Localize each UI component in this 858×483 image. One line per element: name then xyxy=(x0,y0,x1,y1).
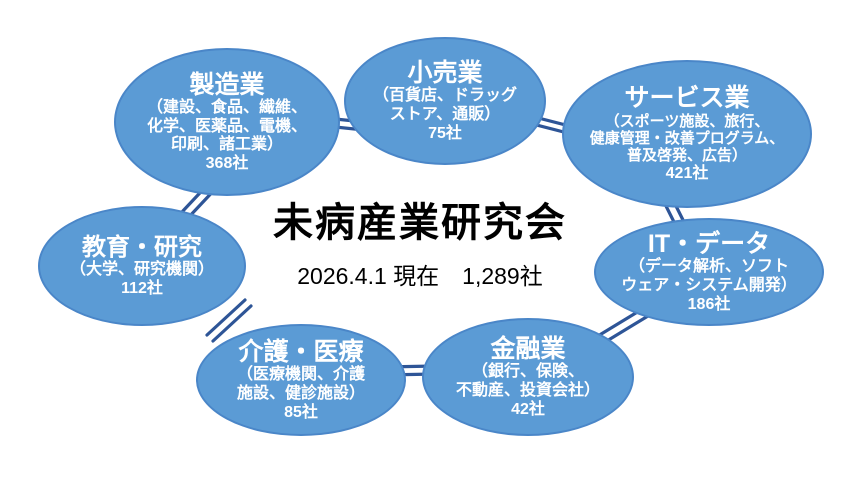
category-detail: 化学、医薬品、電機、 xyxy=(146,117,307,135)
category-detail: （医療機関、介護 xyxy=(236,366,365,384)
category-detail: （データ解析、ソフト xyxy=(628,258,789,276)
center-text-block: 未病産業研究会 2026.4.1 現在 1,289社 xyxy=(235,190,605,291)
category-title: サービス業 xyxy=(624,84,750,113)
category-detail: ストア、通販） xyxy=(389,105,501,123)
company-count: 42社 xyxy=(511,400,545,418)
category-title: 介護・医療 xyxy=(238,337,364,366)
category-title: 小売業 xyxy=(407,58,483,87)
association-title: 未病産業研究会 xyxy=(273,201,567,245)
category-detail: （銀行、保険、 xyxy=(471,363,584,381)
category-title: 製造業 xyxy=(189,70,265,99)
category-detail: （大学、研究機関） xyxy=(69,260,214,278)
company-count: 368社 xyxy=(205,154,249,172)
category-detail: （スポーツ施設、旅行、 xyxy=(604,112,770,130)
date-and-total-count: 2026.4.1 現在 1,289社 xyxy=(297,263,543,289)
ellipse-manufacturing: 製造業 （建設、食品、繊維、 化学、医薬品、電機、 印刷、諸工業） 368社 xyxy=(114,48,340,196)
category-title: 教育・研究 xyxy=(82,233,202,261)
ellipse-education-research: 教育・研究 （大学、研究機関） 112社 xyxy=(38,206,246,326)
category-detail: ウェア・システム開発） xyxy=(621,276,797,294)
ellipse-service: サービス業 （スポーツ施設、旅行、 健康管理・改善プログラム、 普及啓発、広告）… xyxy=(562,60,812,208)
category-title: 金融業 xyxy=(490,334,566,363)
category-detail: 施設、健診施設） xyxy=(236,384,365,402)
company-count: 421社 xyxy=(665,165,709,183)
category-detail: 健康管理・改善プログラム、 xyxy=(589,130,785,148)
company-count: 186社 xyxy=(687,295,731,313)
category-detail: （百貨店、ドラッグ xyxy=(372,87,517,105)
connector-line xyxy=(205,298,247,337)
connector-line xyxy=(211,304,253,343)
company-count: 75社 xyxy=(428,124,462,142)
ellipse-retail: 小売業 （百貨店、ドラッグ ストア、通販） 75社 xyxy=(344,37,546,165)
category-title: IT・データ xyxy=(647,229,771,258)
connector-care-education xyxy=(205,298,253,343)
category-detail: 普及啓発、広告） xyxy=(626,147,747,165)
company-count: 85社 xyxy=(284,403,318,421)
category-detail: （建設、食品、繊維、 xyxy=(146,99,307,117)
ellipse-care-medical: 介護・医療 （医療機関、介護 施設、健診施設） 85社 xyxy=(196,324,406,436)
ellipse-it-data: IT・データ （データ解析、ソフト ウェア・システム開発） 186社 xyxy=(594,218,824,326)
company-count: 112社 xyxy=(121,280,163,298)
ellipse-finance: 金融業 （銀行、保険、 不動産、投資会社） 42社 xyxy=(422,318,634,436)
category-detail: 不動産、投資会社） xyxy=(455,381,600,399)
category-detail: 印刷、諸工業） xyxy=(170,135,283,153)
